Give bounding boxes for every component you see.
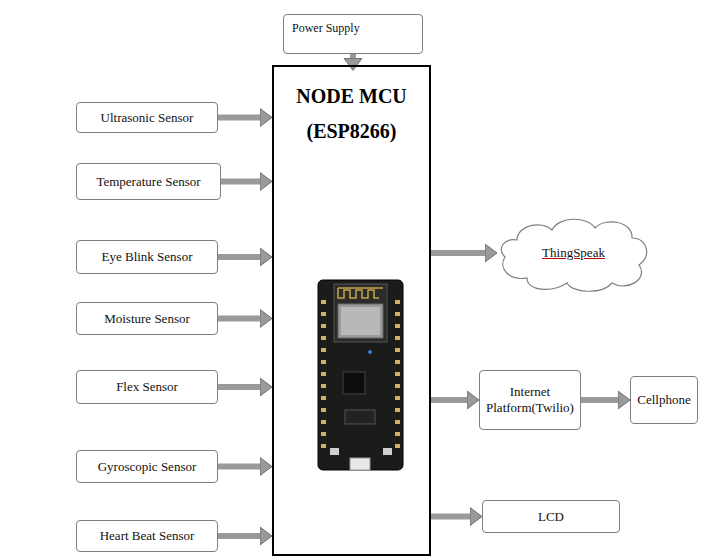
display-box: LCD [482,500,620,533]
sensor-box: Heart Beat Sensor [76,520,218,552]
arrow-connector [218,316,260,322]
arrow-connector [218,115,260,121]
arrow-connector [218,533,260,539]
node-text: Power Supply [292,21,360,35]
arrow-connector [431,514,470,520]
arrow-connector [221,179,260,185]
node-text: ThingSpeak [542,245,605,261]
power-box: Power Supply [283,14,423,54]
arrow-connector [218,384,260,390]
node-text: Cellphone [637,392,690,408]
arrow-connector [350,54,356,58]
node-text: Temperature Sensor [96,174,200,190]
node-text: Ultrasonic Sensor [101,110,194,126]
node-text: Moisture Sensor [104,311,190,327]
device-box: Cellphone [630,376,698,424]
node-text: Eye Blink Sensor [102,249,193,265]
sensor-box: Flex Sensor [76,370,218,404]
node-text: Flex Sensor [116,379,178,395]
sensor-box: Gyroscopic Sensor [76,450,218,483]
node-text: Gyroscopic Sensor [98,459,197,475]
sensor-box: Eye Blink Sensor [76,240,218,274]
sensor-box: Temperature Sensor [76,163,221,200]
controller-box: NODE MCU (ESP8266) [272,65,431,556]
sensor-box: Ultrasonic Sensor [76,102,218,133]
node-text: NODE MCU (ESP8266) [278,79,425,149]
node-text: LCD [538,509,564,525]
node-text: Internet Platform(Twilio) [484,384,576,415]
platform-box: Internet Platform(Twilio) [479,370,581,430]
arrow-connector [431,250,485,256]
cloud-shape: ThingSpeak [497,213,650,293]
node-text: Heart Beat Sensor [100,528,195,544]
nodemcu-board [318,280,403,470]
sensor-box: Moisture Sensor [76,302,218,335]
arrow-connector [218,464,260,470]
arrow-connector [218,254,260,260]
arrow-connector [431,397,467,403]
arrow-connector [581,397,618,403]
